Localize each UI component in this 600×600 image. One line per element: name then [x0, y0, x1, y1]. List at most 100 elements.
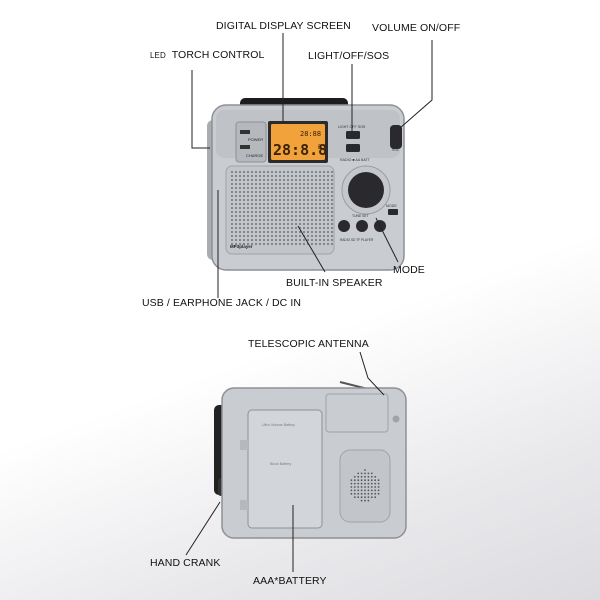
grille-hole — [287, 203, 289, 205]
grille-hole — [283, 227, 285, 229]
grille-hole — [291, 203, 293, 205]
grille-hole — [247, 171, 249, 173]
grille-hole — [255, 235, 257, 237]
grille-hole — [331, 187, 333, 189]
grille-hole — [323, 199, 325, 201]
grille-hole — [319, 203, 321, 205]
grille-hole — [243, 187, 245, 189]
grille-hole — [279, 227, 281, 229]
grille-hole — [295, 187, 297, 189]
grille-hole — [377, 486, 380, 488]
grille-hole — [283, 183, 285, 185]
grille-hole — [259, 243, 261, 245]
grille-hole — [231, 219, 233, 221]
grille-hole — [303, 195, 305, 197]
grille-hole — [323, 231, 325, 233]
callout-digital-display: DIGITAL DISPLAY SCREEN — [216, 20, 351, 32]
grille-hole — [271, 227, 273, 229]
grille-hole — [360, 496, 363, 499]
grille-hole — [263, 239, 265, 241]
grille-hole — [283, 223, 285, 225]
grille-hole — [295, 175, 297, 177]
grille-hole — [251, 171, 253, 173]
grille-hole — [353, 489, 356, 492]
grille-hole — [315, 179, 317, 181]
grille-hole — [360, 475, 363, 478]
grille-hole — [239, 215, 241, 217]
grille-hole — [353, 492, 356, 495]
grille-hole — [295, 231, 297, 233]
band-switch[interactable] — [346, 144, 360, 152]
grille-hole — [255, 243, 257, 245]
grille-hole — [279, 179, 281, 181]
cover-text-1: Ultra Volume Battery — [262, 423, 295, 427]
grille-hole — [279, 223, 281, 225]
button-mid[interactable] — [356, 220, 368, 232]
grille-hole — [311, 235, 313, 237]
grille-hole — [267, 175, 269, 177]
grille-hole — [357, 482, 360, 485]
grille-hole — [235, 175, 237, 177]
grille-hole — [235, 211, 237, 213]
grille-hole — [323, 219, 325, 221]
grille-hole — [295, 219, 297, 221]
grille-hole — [364, 475, 366, 478]
grille-hole — [243, 191, 245, 193]
grille-hole — [259, 239, 261, 241]
grille-hole — [275, 215, 277, 217]
grille-hole — [367, 482, 370, 485]
grille-hole — [283, 171, 285, 173]
grille-hole — [299, 211, 301, 213]
grille-hole — [247, 231, 249, 233]
grille-hole — [231, 235, 233, 237]
grille-hole — [267, 203, 269, 205]
lcd-unit: B — [318, 145, 322, 151]
grille-hole — [295, 191, 297, 193]
tuning-knob[interactable] — [348, 172, 384, 208]
grille-hole — [357, 472, 360, 475]
grille-hole — [331, 243, 333, 245]
grille-hole — [374, 482, 377, 485]
grille-hole — [303, 239, 305, 241]
grille-hole — [231, 191, 233, 193]
grille-hole — [283, 207, 285, 209]
grille-hole — [315, 191, 317, 193]
grille-hole — [279, 235, 281, 237]
grille-hole — [239, 207, 241, 209]
grille-hole — [267, 223, 269, 225]
grille-hole — [283, 187, 285, 189]
grille-hole — [323, 243, 325, 245]
battery-cover[interactable] — [247, 409, 323, 529]
grille-hole — [235, 187, 237, 189]
grille-hole — [239, 179, 241, 181]
grille-hole — [231, 195, 233, 197]
grille-hole — [331, 223, 333, 225]
grille-hole — [235, 235, 237, 237]
grille-hole — [271, 223, 273, 225]
grille-hole — [259, 175, 261, 177]
grille-hole — [291, 239, 293, 241]
grille-hole — [327, 243, 329, 245]
grille-hole — [243, 231, 245, 233]
grille-hole — [263, 171, 265, 173]
grille-hole — [327, 199, 329, 201]
grille-hole — [267, 207, 269, 209]
grille-hole — [243, 227, 245, 229]
mode-button[interactable] — [388, 209, 398, 215]
grille-hole — [279, 175, 281, 177]
grille-hole — [319, 191, 321, 193]
light-off-sos-switch[interactable] — [346, 131, 360, 139]
callout-light-off-sos: LIGHT/OFF/SOS — [308, 50, 390, 62]
grille-hole — [323, 179, 325, 181]
grille-hole — [279, 171, 281, 173]
volume-knob[interactable] — [390, 125, 402, 149]
grille-hole — [287, 227, 289, 229]
grille-hole — [353, 479, 356, 482]
grille-hole — [287, 239, 289, 241]
grille-hole — [235, 207, 237, 209]
grille-hole — [377, 489, 380, 492]
button-left[interactable] — [338, 220, 350, 232]
grille-hole — [283, 215, 285, 217]
grille-hole — [367, 492, 370, 495]
volume-label: VOL — [392, 148, 399, 152]
